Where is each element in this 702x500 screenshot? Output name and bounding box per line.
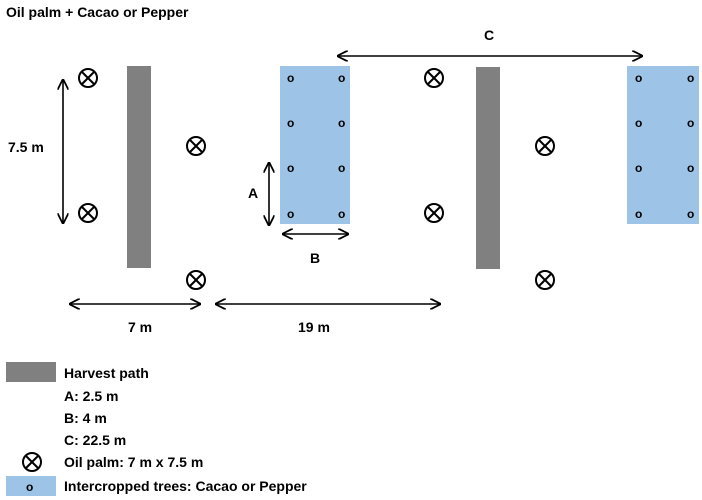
tree-marker-icon: o [338, 207, 345, 221]
legend-tree-marker-icon: o [26, 480, 33, 494]
harvest-path-left [127, 66, 151, 268]
tree-marker-icon: o [635, 116, 642, 130]
tree-marker-icon: o [338, 71, 345, 85]
palm-spacing-label: 7 m [128, 319, 152, 335]
oil-palm-icon [535, 136, 555, 156]
tree-marker-icon: o [338, 116, 345, 130]
oil-palm-icon [186, 136, 206, 156]
intercropped-tree-markers: o o o o o o o o o o o o o o o o [287, 71, 694, 221]
oil-palm-icon [424, 68, 444, 88]
legend-a-label: A: 2.5 m [64, 388, 118, 404]
oil-palm-icon [22, 452, 42, 472]
legend: Harvest path A: 2.5 m B: 4 m C: 22.5 m O… [6, 362, 307, 496]
tree-marker-icon: o [287, 161, 294, 175]
tree-marker-icon: o [687, 116, 694, 130]
legend-oil-palm-icon [22, 452, 42, 472]
row-spacing-label: 7.5 m [8, 139, 44, 155]
intercrop-block-right [627, 66, 699, 224]
dimension-a-label: A [248, 185, 258, 201]
legend-harvest-path-swatch [6, 362, 56, 382]
legend-oil-palm-label: Oil palm: 7 m x 7.5 m [64, 454, 203, 470]
legend-intercrop-swatch [6, 476, 56, 496]
alley-width-label: 19 m [298, 319, 330, 335]
legend-intercropped-label: Intercropped trees: Cacao or Pepper [64, 478, 307, 494]
tree-marker-icon: o [635, 207, 642, 221]
tree-marker-icon: o [287, 207, 294, 221]
tree-marker-icon: o [338, 161, 345, 175]
oil-palm-icon [186, 270, 206, 290]
dimension-c-label: C [484, 27, 494, 43]
legend-b-label: B: 4 m [64, 410, 107, 426]
tree-marker-icon: o [635, 71, 642, 85]
tree-marker-icon: o [687, 161, 694, 175]
tree-marker-icon: o [635, 161, 642, 175]
oil-palm-icon [78, 203, 98, 223]
oil-palm-icon [424, 203, 444, 223]
oil-palm-markers [78, 68, 555, 290]
oil-palm-icon [78, 68, 98, 88]
tree-marker-icon: o [287, 71, 294, 85]
tree-marker-icon: o [287, 116, 294, 130]
intercrop-block-left [280, 66, 350, 224]
tree-marker-icon: o [687, 71, 694, 85]
legend-harvest-path-label: Harvest path [64, 365, 149, 381]
legend-c-label: C: 22.5 m [64, 432, 126, 448]
tree-marker-icon: o [687, 207, 694, 221]
dimension-b-label: B [310, 250, 320, 266]
oil-palm-icon [535, 270, 555, 290]
diagram-title: Oil palm + Cacao or Pepper [6, 4, 189, 20]
harvest-path-right [476, 67, 500, 269]
